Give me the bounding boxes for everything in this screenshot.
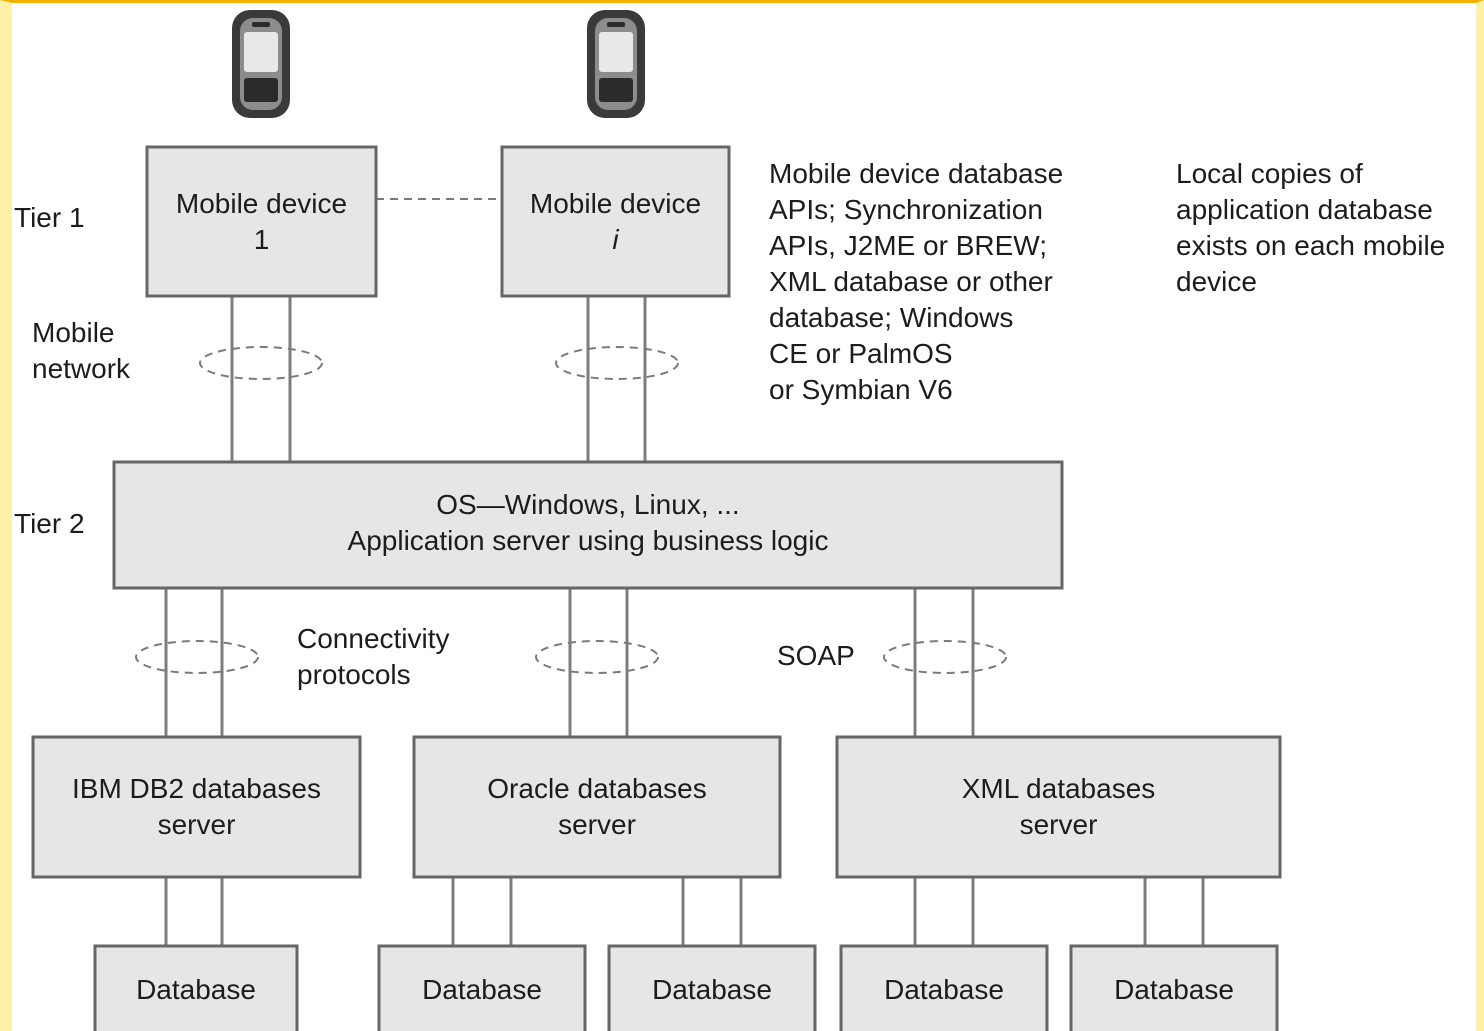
ibm-db2-server-label: IBM DB2 databases server xyxy=(71,773,322,840)
database-box xyxy=(839,944,1049,1031)
tier-1-label: Tier 1 xyxy=(14,202,85,233)
application-server-label: OS—Windows, Linux, ... Application serve… xyxy=(347,489,829,556)
mobile-phone-icon xyxy=(232,10,290,118)
mobile-device-i-label: Mobile device i xyxy=(529,188,702,255)
database-label: Database xyxy=(136,974,256,1005)
soap-label: SOAP xyxy=(777,640,855,671)
mobile-device-1-label: Mobile device 1 xyxy=(175,188,348,255)
database-label: Database xyxy=(884,974,1004,1005)
oracle-server-box xyxy=(412,735,782,879)
tier-2-label: Tier 2 xyxy=(14,508,85,539)
mobile-network-label: Mobile network xyxy=(32,317,131,384)
xml-server-box xyxy=(835,735,1282,879)
application-server-box xyxy=(112,460,1064,590)
local-copies-note: Local copies of application database exi… xyxy=(1176,158,1446,297)
database-box xyxy=(1069,944,1279,1031)
database-label: Database xyxy=(1114,974,1234,1005)
connectivity-protocols-label: Connectivity protocols xyxy=(297,623,450,690)
oracle-server-label: Oracle databases server xyxy=(487,773,707,840)
mobile-apis-note: Mobile device database APIs; Synchroniza… xyxy=(769,158,1064,405)
database-label: Database xyxy=(652,974,772,1005)
mobile-phone-icon xyxy=(587,10,645,118)
mobile-device-i-box xyxy=(500,145,731,298)
database-label: Database xyxy=(422,974,542,1005)
mobile-device-1-box xyxy=(145,145,378,298)
database-box xyxy=(377,944,587,1031)
ibm-db2-server-box xyxy=(31,735,362,879)
database-box xyxy=(607,944,817,1031)
database-box xyxy=(93,944,299,1031)
xml-server-label: XML databases server xyxy=(961,773,1156,840)
